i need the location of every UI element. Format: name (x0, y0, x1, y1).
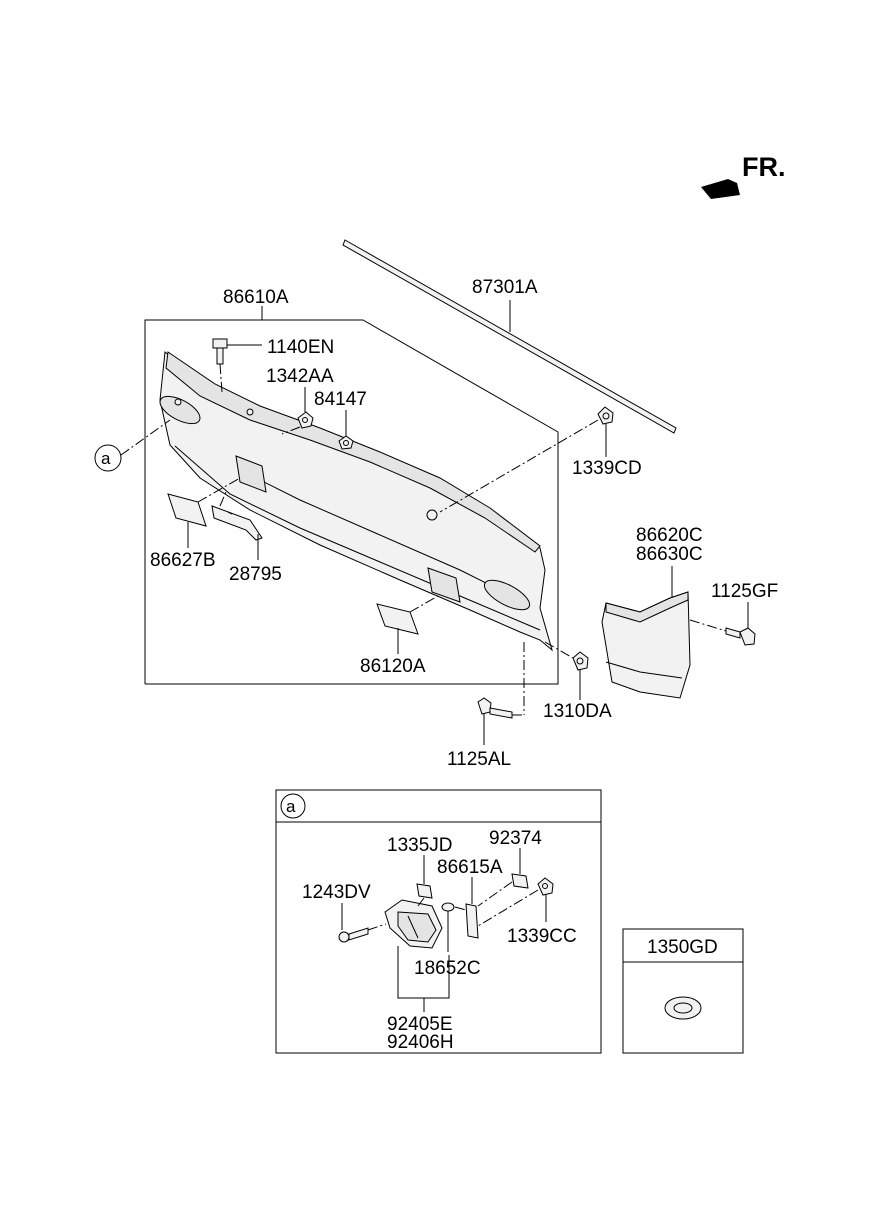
label-86630C[interactable]: 86630C (636, 544, 703, 565)
label-1350GD[interactable]: 1350GD (647, 937, 718, 958)
label-86620C[interactable]: 86620C (636, 525, 703, 546)
label-1243DV[interactable]: 1243DV (302, 882, 371, 903)
label-1342AA[interactable]: 1342AA (266, 366, 334, 387)
label-1310DA[interactable]: 1310DA (543, 701, 612, 722)
bolt-1125AL: 1125AL (447, 642, 525, 770)
arrow-right-icon (701, 179, 740, 199)
label-87301A[interactable]: 87301A (472, 277, 538, 298)
label-1125GF[interactable]: 1125GF (711, 581, 778, 602)
label-1125AL[interactable]: 1125AL (447, 749, 511, 770)
label-1339CD[interactable]: 1339CD (572, 458, 642, 479)
label-1335JD[interactable]: 1335JD (387, 835, 453, 856)
detail-marker-a[interactable]: a (286, 797, 296, 816)
callout-a: a (94, 419, 171, 472)
front-direction-label: FR. (742, 152, 786, 182)
pad-86120A: 86120A (360, 595, 439, 677)
weatherstrip-87301A: 87301A (342, 239, 677, 434)
label-86627B[interactable]: 86627B (150, 550, 216, 571)
assembly-frame-86610A: 86610A (144, 287, 559, 685)
label-86615A[interactable]: 86615A (437, 857, 503, 878)
label-92374[interactable]: 92374 (489, 828, 542, 849)
label-92405E[interactable]: 92405E (387, 1014, 453, 1035)
detail-box-a: a 1243DV 1335JD 18652C 86615A 92374 (275, 789, 602, 1054)
circle-letter-icon (280, 793, 306, 819)
label-86120A[interactable]: 86120A (360, 656, 426, 677)
bolt-1125GF: 1125GF (689, 581, 778, 646)
label-86610A[interactable]: 86610A (223, 287, 289, 308)
callout-a-letter[interactable]: a (101, 449, 111, 468)
end-cover-86620C-86630C: 86620C 86630C (601, 525, 703, 699)
label-18652C[interactable]: 18652C (414, 958, 481, 979)
accessory-box-1350GD: 1350GD (622, 928, 744, 1054)
rear-panel-garnish (159, 351, 553, 652)
label-84147[interactable]: 84147 (314, 389, 367, 410)
front-direction-indicator: FR. (701, 152, 786, 199)
nut-1310DA: 1310DA (543, 641, 612, 722)
label-92406H[interactable]: 92406H (387, 1032, 454, 1053)
label-1339CC[interactable]: 1339CC (507, 926, 577, 947)
bracket-28795: 28795 (211, 491, 282, 585)
clip-1339CD: 1339CD (439, 406, 642, 513)
pad-86627B: 86627B (150, 477, 241, 571)
label-28795[interactable]: 28795 (229, 564, 282, 585)
label-1140EN[interactable]: 1140EN (267, 337, 334, 358)
nut-1342AA: 1342AA (266, 366, 334, 435)
circle-letter-icon (94, 444, 122, 472)
bolt-1140EN: 1140EN (212, 337, 334, 393)
clip-84147: 84147 (314, 389, 367, 450)
